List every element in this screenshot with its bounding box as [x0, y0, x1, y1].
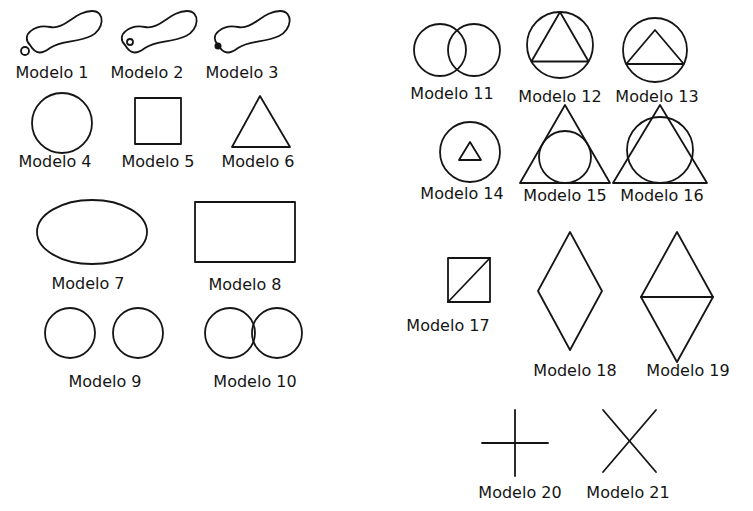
x-cross-figure [603, 410, 656, 472]
circle-inscribed-triangle-figure [527, 12, 593, 78]
figure-caption: Modelo 8 [208, 276, 281, 294]
circle-chord-triangle-figure [623, 18, 687, 82]
square-figure [135, 98, 181, 144]
figure-caption: Modelo 14 [420, 185, 503, 203]
figure-caption: Modelo 4 [18, 153, 91, 171]
overlapping-circles-figure [414, 24, 500, 76]
figure-caption: Modelo 10 [213, 373, 296, 391]
figure-caption: Modelo 1 [15, 64, 88, 82]
figure-caption: Modelo 17 [406, 317, 489, 335]
blob-figure-2 [122, 11, 197, 53]
circle-crossing-triangle-figure [613, 105, 707, 183]
figure-caption: Modelo 18 [533, 362, 616, 380]
triangle-incircle-figure [520, 105, 610, 183]
diamond-figure [538, 232, 602, 350]
figure-caption: Modelo 11 [410, 85, 493, 103]
circle-small-triangle-figure [440, 122, 500, 182]
touching-circles-figure [205, 308, 302, 358]
figure-caption: Modelo 6 [221, 153, 294, 171]
separate-circles-figure [45, 308, 163, 358]
figure-caption: Modelo 9 [68, 373, 141, 391]
figure-caption: Modelo 21 [586, 484, 669, 502]
figure-caption: Modelo 19 [646, 362, 729, 380]
plus-cross-figure [482, 410, 548, 476]
rectangle-figure [195, 202, 295, 262]
figure-caption: Modelo 15 [523, 187, 606, 205]
figure-caption: Modelo 5 [121, 153, 194, 171]
triangle-figure [232, 96, 290, 147]
figure-caption: Modelo 13 [615, 88, 698, 106]
figure-caption: Modelo 20 [478, 484, 561, 502]
blob-figure-3 [215, 11, 290, 53]
diamond-midline-figure [641, 232, 713, 362]
blob-figure-1 [21, 11, 102, 55]
figure-caption: Modelo 12 [518, 88, 601, 106]
figure-caption: Modelo 7 [51, 275, 124, 293]
square-diagonal-figure [448, 258, 490, 302]
ellipse-figure [37, 200, 147, 264]
figure-caption: Modelo 2 [110, 64, 183, 82]
circle-figure [32, 93, 92, 153]
figure-caption: Modelo 16 [620, 187, 703, 205]
figure-caption: Modelo 3 [205, 64, 278, 82]
